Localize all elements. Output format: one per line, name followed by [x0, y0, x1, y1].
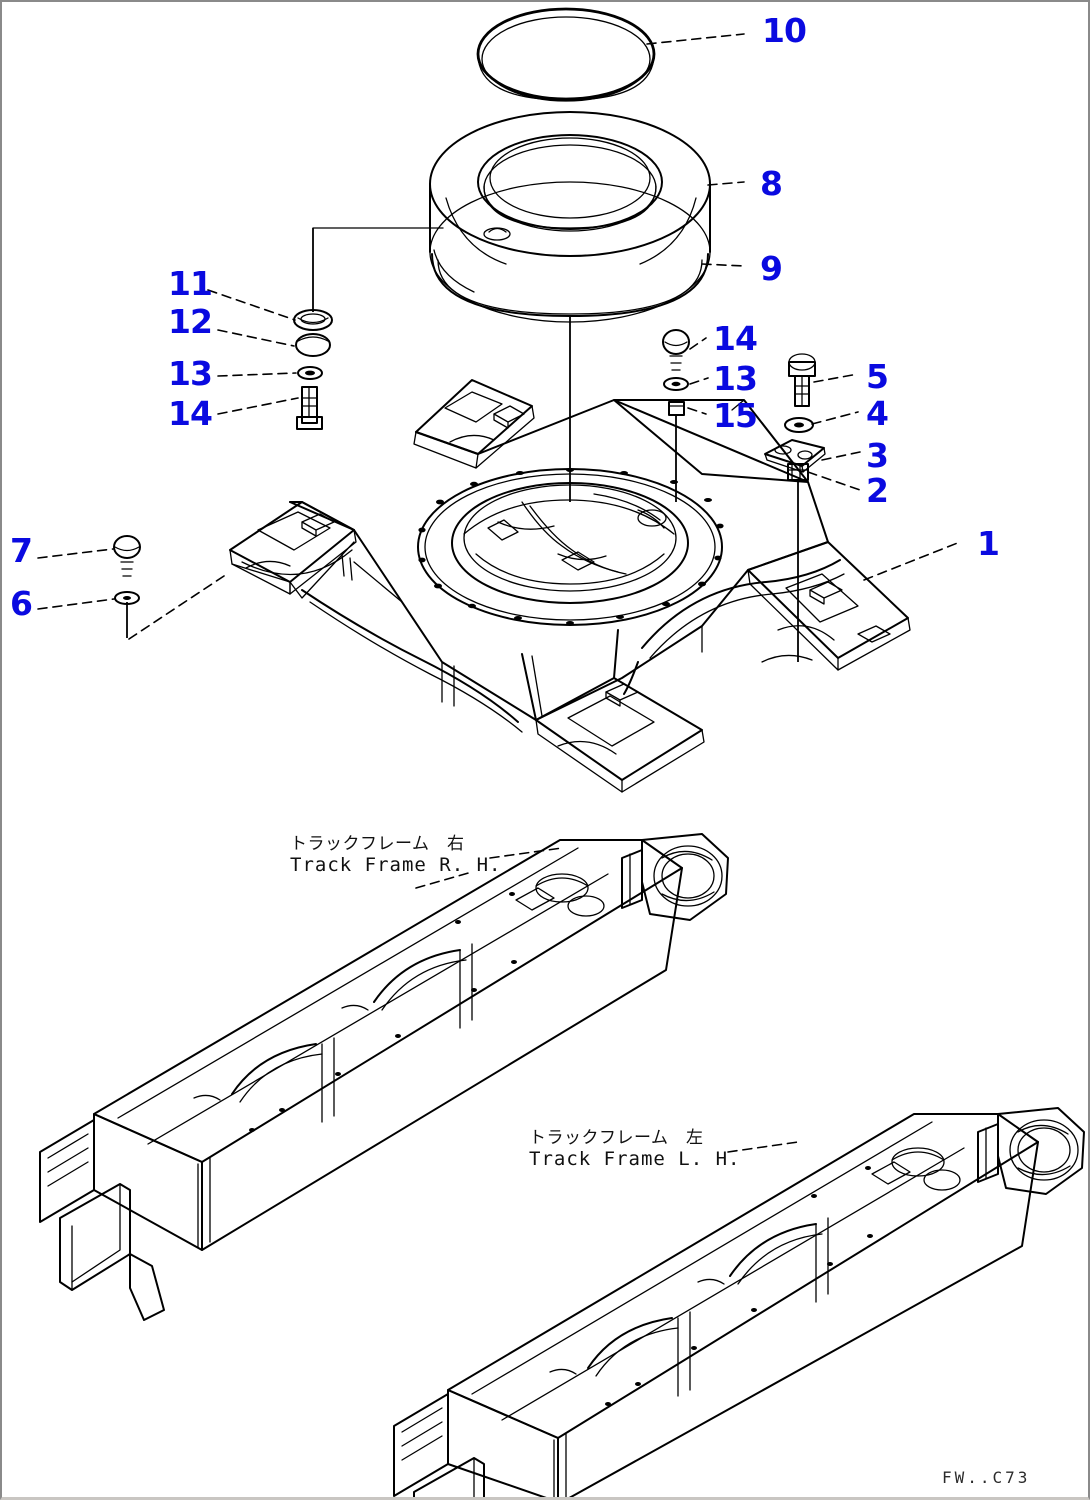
leader-15: [687, 407, 707, 415]
leader-13-right: [689, 377, 709, 385]
part-5-bolt: [788, 353, 816, 407]
callout-4[interactable]: 4: [866, 394, 889, 433]
part-14-bolt-right: [662, 329, 690, 371]
part-15-bolt-long: [668, 401, 685, 502]
callout-1[interactable]: 1: [977, 524, 1000, 563]
callout-12[interactable]: 12: [168, 302, 213, 341]
callout-15[interactable]: 15: [713, 396, 758, 435]
label-track-frame-rh-en: Track Frame R. H.: [290, 854, 502, 876]
callout-6[interactable]: 6: [10, 584, 33, 623]
leader-13-left: [217, 372, 297, 377]
leader-10: [646, 33, 745, 45]
part-12-plug: [295, 333, 331, 357]
callout-13-left[interactable]: 13: [168, 354, 213, 393]
leader-5: [813, 373, 859, 383]
label-track-frame-rh: トラックフレーム 右 Track Frame R. H.: [290, 834, 501, 876]
label-track-frame-rh-jp: トラックフレーム 右: [290, 834, 465, 854]
leader-8: [707, 181, 745, 186]
callout-5[interactable]: 5: [866, 357, 889, 396]
callout-8[interactable]: 8: [760, 164, 783, 203]
callout-14-left[interactable]: 14: [168, 394, 213, 433]
sheet-code: FW..C73: [942, 1468, 1031, 1487]
label-track-frame-lh-en: Track Frame L. H.: [529, 1148, 741, 1170]
leader-12: [217, 329, 295, 347]
part-2-nut: [787, 463, 809, 662]
callout-7[interactable]: 7: [10, 531, 33, 570]
callout-11[interactable]: 11: [168, 264, 213, 303]
part-track-frame-rh: [39, 833, 729, 1321]
part-track-frame-lh: [393, 1107, 1085, 1497]
label-track-frame-lh-jp: トラックフレーム 左: [529, 1128, 704, 1148]
leader-14-left: [217, 397, 299, 415]
callout-9[interactable]: 9: [760, 249, 783, 288]
part-8-9-swing-circle: [429, 111, 711, 323]
callout-14-right[interactable]: 14: [713, 319, 758, 358]
leader-7: [37, 548, 114, 559]
part-4-washer: [784, 417, 814, 433]
callout-2[interactable]: 2: [866, 471, 889, 510]
part-11-cover-cap: [293, 309, 333, 331]
callout-13-right[interactable]: 13: [713, 359, 758, 398]
callout-3[interactable]: 3: [866, 436, 889, 475]
callout-10[interactable]: 10: [762, 11, 807, 50]
part-13-washer-right: [663, 377, 689, 391]
leader-14-right: [689, 337, 707, 350]
assembly-axis-left-bolt: [312, 227, 444, 312]
leader-3: [821, 451, 861, 461]
part-7-plug: [113, 535, 141, 577]
label-track-frame-lh: トラックフレーム 左 Track Frame L. H.: [529, 1128, 740, 1170]
part-13-washer-left: [297, 366, 323, 380]
leader-2: [807, 471, 861, 491]
part-3-clamp-plate: [764, 439, 826, 473]
leader-9: [701, 263, 745, 267]
part-1-center-frame: [229, 379, 911, 793]
leader-1: [863, 541, 961, 581]
assembly-axis-left-plug: [126, 575, 225, 640]
leader-4: [811, 411, 859, 425]
part-10-seal-ring: [476, 7, 656, 102]
leader-6: [37, 598, 115, 610]
part-14-bolt-left: [296, 386, 323, 430]
leader-11: [207, 289, 296, 321]
ring-bolt-holes: [418, 468, 724, 625]
